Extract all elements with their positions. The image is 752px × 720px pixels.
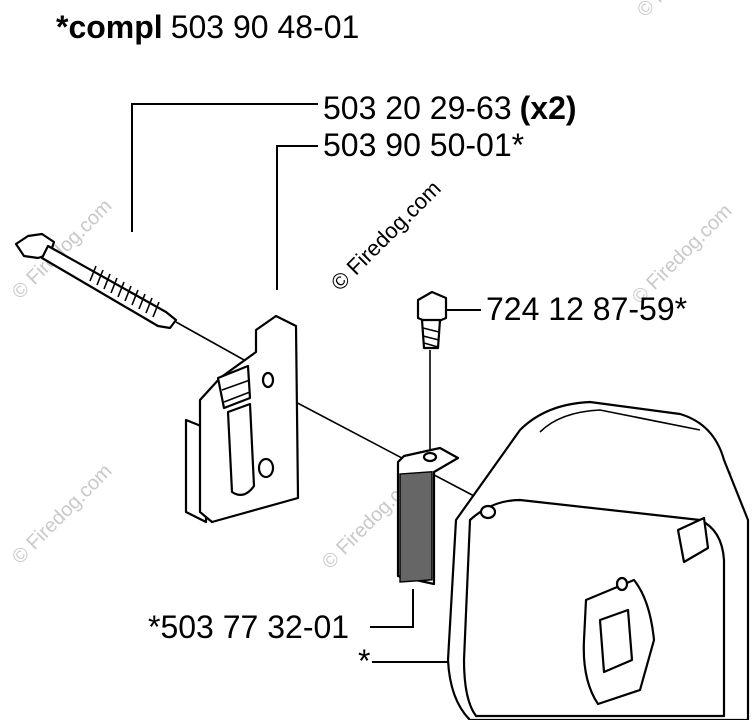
leader-bracket — [276, 145, 318, 290]
muffler-outlet-hole — [615, 576, 629, 592]
screw-thread — [422, 327, 440, 348]
watermark-main: © Firedog.com — [326, 176, 446, 296]
bolt-shaft — [40, 244, 178, 330]
bracket-lower-hole — [257, 457, 275, 479]
screen-tab-hole — [422, 451, 438, 463]
bracket-fin-lines — [221, 379, 251, 403]
label-screen: *503 77 32-01 — [148, 609, 349, 645]
watermark-text: © Firedog.com — [633, 0, 742, 22]
muffler-edge — [539, 409, 701, 433]
screw-shaft — [420, 318, 442, 350]
axis-bolt-to-muffler — [287, 397, 477, 498]
label-bolt: 503 20 29-63(x2) — [323, 90, 577, 126]
bolt-part — [14, 232, 178, 330]
bracket-fins — [216, 364, 252, 410]
screen-part — [396, 446, 460, 586]
bracket-bolt-hole — [261, 371, 275, 389]
assembly-title-prefix: *compl — [56, 9, 163, 45]
label-bolt-number: 503 20 29-63 — [323, 90, 512, 126]
label-bracket: 503 90 50-01* — [323, 127, 524, 163]
bracket-part — [184, 314, 300, 524]
screw-part — [416, 290, 448, 350]
watermark-text: © Firedog.com — [8, 460, 117, 569]
leader-screen — [370, 589, 414, 628]
muffler-part — [446, 400, 750, 720]
screw-head — [416, 290, 448, 326]
label-screw: 724 12 87-59* — [486, 291, 687, 327]
leader-bolt — [131, 103, 318, 232]
label-muffler: * — [358, 643, 370, 679]
muffler-vent — [676, 516, 710, 564]
leader-lines — [131, 103, 481, 663]
muffler-mount-hole — [479, 504, 497, 520]
screen-mesh — [399, 471, 433, 583]
bracket-slot — [226, 402, 256, 497]
bolt-thread — [89, 265, 160, 318]
label-bolt-qty: (x2) — [520, 90, 577, 126]
muffler-outlet-port — [598, 608, 634, 674]
assembly-title-number: 503 90 48-01 — [171, 9, 360, 45]
